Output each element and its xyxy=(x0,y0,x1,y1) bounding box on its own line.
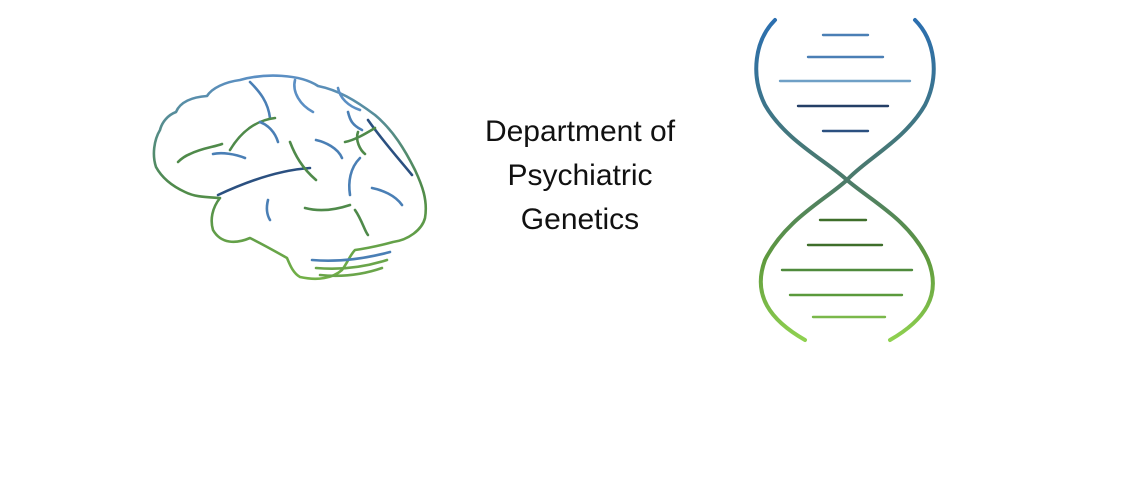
title-line-3: Genetics xyxy=(520,203,640,236)
title-line-2: Psychiatric xyxy=(507,159,653,192)
title-line-1: Department of xyxy=(484,115,676,148)
brain-icon xyxy=(152,74,428,281)
department-title: Department of Psychiatric Genetics xyxy=(440,110,720,242)
dna-helix-icon xyxy=(754,18,936,342)
